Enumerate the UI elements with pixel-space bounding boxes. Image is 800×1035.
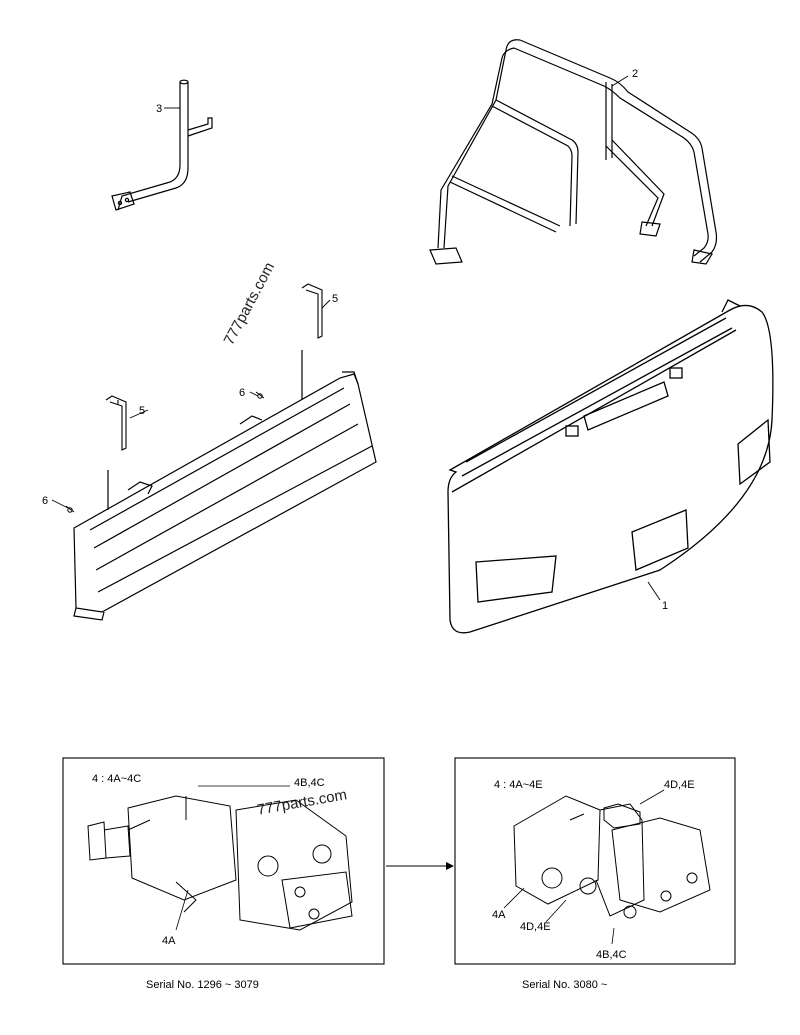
right-box-heading: 4 : 4A~4E (494, 779, 543, 791)
dozer-blade-part (73, 350, 377, 621)
old-pump-drawing (87, 795, 353, 931)
right-label-4d4e-top: 4D,4E (664, 779, 695, 791)
leader-lines-new (503, 789, 665, 945)
bracket-part-5 (105, 283, 323, 451)
right-label-4d4e-mid: 4D,4E (520, 921, 551, 933)
left-label-4b4c: 4B,4C (294, 777, 325, 789)
upgrade-arrow (386, 862, 454, 870)
callout-3: 3 (156, 103, 162, 115)
callout-1: 1 (662, 600, 668, 612)
right-caption: Serial No. 3080 ~ (522, 979, 607, 991)
handle-bar-part (111, 79, 213, 211)
new-pump-drawing (513, 795, 711, 919)
guard-frame-part (429, 39, 718, 265)
pump-box-old: 4 : 4A~4C 4B,4C 777parts.com 4A (62, 757, 385, 965)
left-label-4a: 4A (162, 935, 176, 947)
callout-6-left: 6 (42, 495, 48, 507)
left-box-heading: 4 : 4A~4C (92, 773, 141, 785)
bolt-part-6 (65, 391, 265, 513)
callout-5-left: 5 (139, 405, 145, 417)
counterweight-part (447, 299, 774, 634)
right-label-4a: 4A (492, 909, 506, 921)
callout-6-right: 6 (239, 387, 245, 399)
callout-2: 2 (632, 68, 638, 80)
callout-5-top: 5 (332, 293, 338, 305)
pump-box-new: 4 : 4A~4E 4D,4E 4A 4D,4E 4B,4C (454, 757, 736, 965)
left-caption: Serial No. 1296 ~ 3079 (146, 979, 259, 991)
watermark-top: 777parts.com (221, 260, 279, 348)
watermark-bottom: 777parts.com (256, 786, 348, 819)
leader-lines (51, 75, 661, 601)
right-label-4b4c: 4B,4C (596, 949, 627, 961)
